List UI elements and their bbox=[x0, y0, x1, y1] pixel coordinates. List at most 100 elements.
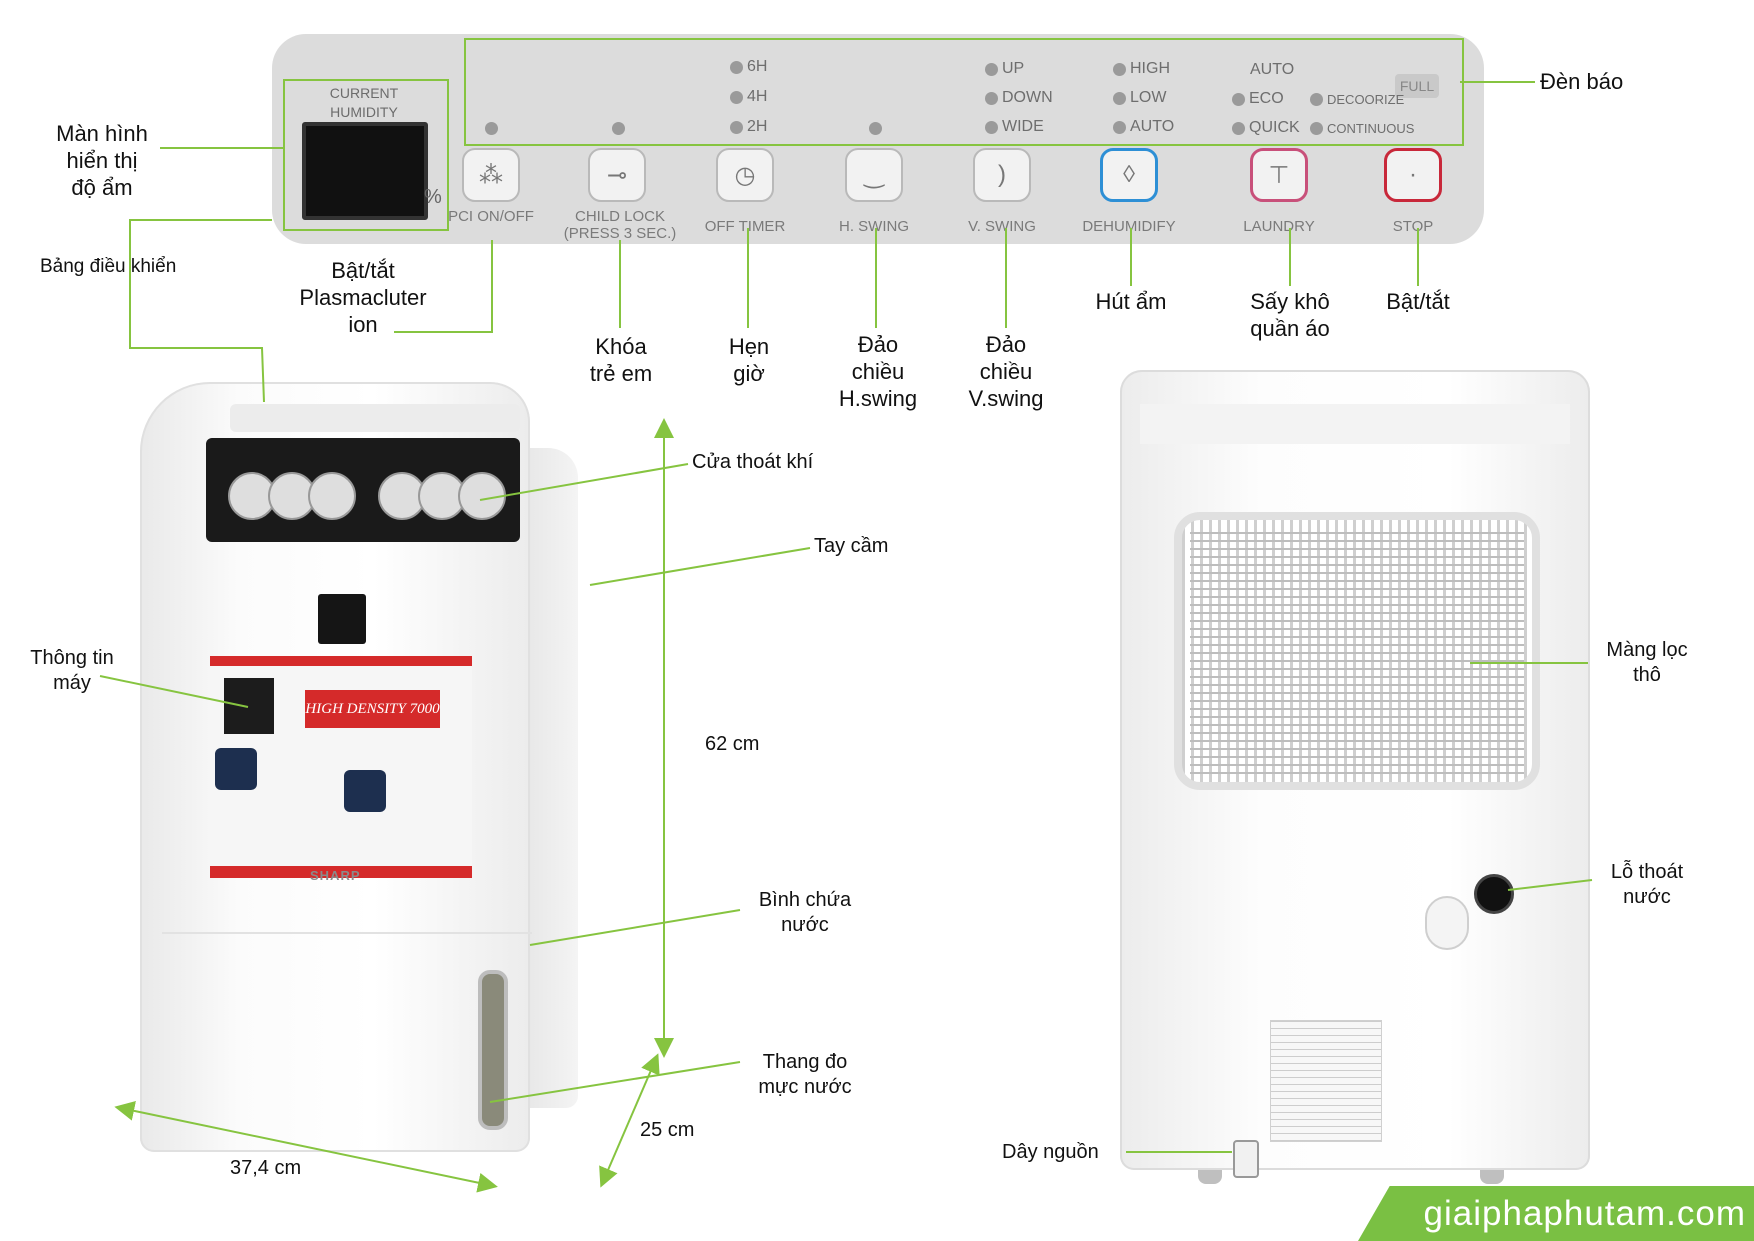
current-humidity-label: CURRENT HUMIDITY bbox=[329, 85, 399, 120]
label-dao-chieu-v: Đảo chiều V.swing bbox=[968, 332, 1044, 411]
pci-icon: ⁂ bbox=[479, 161, 503, 189]
laundry-caption: LAUNDRY bbox=[1243, 218, 1315, 235]
child-lock-status-dot bbox=[612, 122, 625, 135]
louver bbox=[458, 472, 506, 520]
label-tay-cam: Tay cầm bbox=[814, 535, 889, 557]
leader-drain bbox=[1507, 879, 1593, 891]
drain-plug bbox=[1425, 896, 1469, 950]
mode-auto-indicator: AUTO bbox=[1250, 61, 1295, 78]
v-swing-caption: V. SWING bbox=[968, 218, 1036, 235]
front-device-mini-panel bbox=[230, 404, 520, 432]
label-cua-thoat-khi: Cửa thoát khí bbox=[692, 451, 814, 473]
label-chieu-cao: 62 cm bbox=[705, 733, 760, 755]
label-bat-tat: Bật/tắt bbox=[1386, 289, 1450, 314]
width-dimension-arrow bbox=[114, 1101, 498, 1193]
card-feature-icon bbox=[215, 748, 257, 790]
child-lock-button[interactable]: ⊸ bbox=[588, 148, 646, 202]
leader-bang-dieu-khien-top bbox=[129, 219, 272, 282]
full-indicator: FULL bbox=[1395, 74, 1439, 98]
control-panel bbox=[272, 34, 1484, 244]
dehumidify-button[interactable]: ◊ bbox=[1100, 148, 1158, 202]
label-thang-do: Thang đo mực nước bbox=[758, 1051, 852, 1098]
fan-low-indicator: LOW bbox=[1113, 89, 1166, 107]
swing-wide-indicator: WIDE bbox=[985, 118, 1044, 136]
tank-seam bbox=[162, 932, 532, 934]
h-swing-button[interactable]: ‿ bbox=[845, 148, 903, 202]
pci-caption: PCI ON/OFF bbox=[448, 208, 534, 225]
coarse-filter-mesh bbox=[1190, 528, 1524, 774]
timer-4h-indicator: 4h bbox=[730, 88, 767, 106]
louver bbox=[228, 472, 276, 520]
power-cord-plug bbox=[1233, 1140, 1259, 1178]
front-brand-logo: SHARP bbox=[310, 868, 361, 883]
off-timer-caption: OFF TIMER bbox=[704, 218, 786, 235]
label-bat-tat-pci: Bật/tắt Plasmacluter ion bbox=[299, 258, 427, 337]
label-khoa-tre-em: Khóa trẻ em bbox=[589, 334, 653, 386]
h-swing-caption: H. SWING bbox=[839, 218, 909, 235]
laundry-button[interactable]: ⊤ bbox=[1250, 148, 1308, 202]
label-hen-gio: Hẹn giờ bbox=[728, 334, 770, 386]
leader-tank bbox=[529, 909, 741, 946]
back-foot bbox=[1198, 1170, 1222, 1184]
dehumidify-caption: DEHUMIDIFY bbox=[1082, 218, 1176, 235]
label-thong-tin-may: Thông tin máy bbox=[30, 647, 114, 694]
depth-dimension-arrow bbox=[599, 1053, 660, 1188]
label-hut-am: Hút ẩm bbox=[1095, 289, 1167, 314]
stop-caption: STOP bbox=[1392, 218, 1434, 235]
mode-quick-indicator: QUICK bbox=[1232, 119, 1300, 137]
key-icon: ⊸ bbox=[606, 161, 628, 189]
timer-2h-indicator: 2h bbox=[730, 118, 767, 136]
display-highlight-box bbox=[283, 79, 449, 231]
stop-button[interactable]: · bbox=[1384, 148, 1442, 202]
leader-gauge bbox=[489, 1061, 741, 1103]
rating-sticker bbox=[1270, 1020, 1382, 1142]
mode-continuous-indicator: CONTINUOUS bbox=[1310, 121, 1414, 136]
percent-sign: % bbox=[424, 186, 442, 208]
fan-auto-indicator: AUTO bbox=[1113, 118, 1174, 136]
leader-pci bbox=[394, 240, 493, 333]
pci-button[interactable]: ⁂ bbox=[462, 148, 520, 202]
v-swing-button[interactable]: ) bbox=[973, 148, 1031, 202]
label-mang-loc-tho: Màng lọc thô bbox=[1606, 639, 1688, 686]
swing-down-indicator: DOWN bbox=[985, 89, 1053, 107]
card-feature-icon bbox=[344, 770, 386, 812]
timer-6h-indicator: 6h bbox=[730, 58, 767, 76]
humidity-display bbox=[302, 122, 428, 220]
card-logo bbox=[224, 678, 274, 734]
leader-handle bbox=[589, 547, 811, 586]
label-binh-chua-nuoc: Bình chứa nước bbox=[758, 889, 852, 936]
label-lo-thoat-nuoc: Lỗ thoát nước bbox=[1610, 861, 1684, 908]
website-banner[interactable]: giaiphaphutam.com bbox=[1358, 1186, 1754, 1241]
louver bbox=[308, 472, 356, 520]
leader-info bbox=[99, 675, 249, 708]
h-swing-status-dot bbox=[869, 122, 882, 135]
label-dao-chieu-h: Đảo chiều H.swing bbox=[838, 332, 918, 411]
fan-high-indicator: HIGH bbox=[1113, 60, 1170, 78]
v-swing-icon: ) bbox=[998, 161, 1006, 188]
back-device-top bbox=[1140, 404, 1570, 444]
shirt-icon: ⊤ bbox=[1268, 161, 1290, 189]
pci-status-dot bbox=[485, 122, 498, 135]
leader-air-outlet bbox=[479, 463, 689, 501]
off-timer-button[interactable]: ◷ bbox=[716, 148, 774, 202]
leader-bang-dieu-khien bbox=[129, 282, 265, 403]
drop-icon: ◊ bbox=[1123, 161, 1135, 188]
stop-icon: · bbox=[1409, 161, 1417, 188]
back-foot bbox=[1480, 1170, 1504, 1184]
label-man-hinh: Màn hình hiển thị độ ẩm bbox=[56, 121, 148, 200]
mode-eco-indicator: ECO bbox=[1232, 90, 1284, 108]
plasmacluster-badge bbox=[318, 594, 366, 644]
h-swing-icon: ‿ bbox=[864, 161, 884, 189]
label-chieu-sau: 25 cm bbox=[640, 1119, 695, 1141]
label-bang-dieu-khien: Bảng điều khiển bbox=[40, 256, 177, 277]
mode-decoorize-indicator: DECOORIZE bbox=[1310, 92, 1404, 107]
swing-up-indicator: UP bbox=[985, 60, 1024, 78]
label-chieu-rong: 37,4 cm bbox=[230, 1157, 302, 1179]
label-day-nguon: Dây nguồn bbox=[1002, 1141, 1099, 1163]
clock-icon: ◷ bbox=[734, 161, 756, 189]
label-say-kho: Sấy khô quần áo bbox=[1250, 289, 1330, 341]
drain-hole bbox=[1474, 874, 1514, 914]
label-den-bao: Đèn báo bbox=[1540, 69, 1624, 94]
indicator-highlight-box bbox=[464, 38, 1464, 146]
